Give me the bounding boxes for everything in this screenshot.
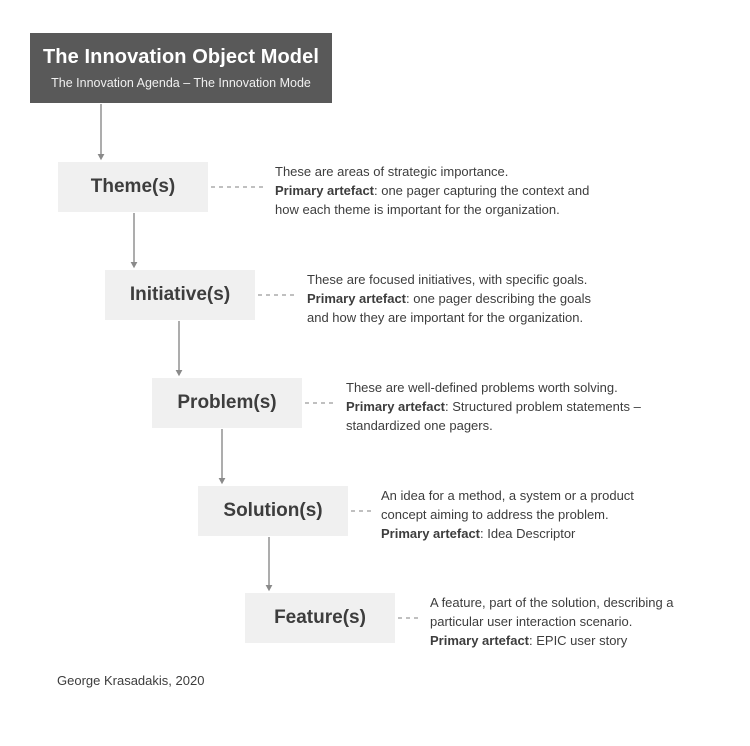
- description-problem: These are well-defined problems worth so…: [346, 378, 706, 436]
- stage-box-solution[interactable]: Solution(s): [198, 486, 348, 536]
- description-problem-line1: These are well-defined problems worth so…: [346, 380, 618, 395]
- description-solution-line2: concept aiming to address the problem.: [381, 507, 609, 523]
- artefact-label-problem: Primary artefact: [346, 399, 445, 415]
- description-feature-line3-rest: : EPIC user story: [529, 633, 628, 649]
- description-initiative-line1: These are focused initiatives, with spec…: [307, 272, 588, 287]
- description-feature-line1: A feature, part of the solution, describ…: [430, 595, 674, 610]
- description-solution: An idea for a method, a system or a prod…: [381, 486, 741, 544]
- stage-box-feature[interactable]: Feature(s): [245, 593, 395, 643]
- stage-box-initiative[interactable]: Initiative(s): [105, 270, 255, 320]
- description-theme-line1: These are areas of strategic importance.: [275, 164, 509, 179]
- description-initiative: These are focused initiatives, with spec…: [307, 270, 667, 328]
- description-feature-line3: Primary artefact: EPIC user story: [430, 631, 750, 650]
- description-initiative-line2-rest: : one pager describing the goals: [406, 291, 592, 307]
- description-theme-line2: Primary artefact: one pager capturing th…: [275, 181, 635, 200]
- stage-label-solution: Solution(s): [223, 500, 323, 521]
- artefact-label-initiative: Primary artefact: [307, 291, 406, 307]
- description-initiative-line3: and how they are important for the organ…: [307, 310, 584, 326]
- description-feature: A feature, part of the solution, describ…: [430, 593, 750, 651]
- artefact-label-feature: Primary artefact: [430, 633, 529, 649]
- description-solution-line3: Primary artefact: Idea Descriptor: [381, 524, 741, 543]
- description-solution-line3-rest: : Idea Descriptor: [480, 526, 576, 542]
- artefact-label-solution: Primary artefact: [381, 526, 480, 542]
- description-problem-line2: Primary artefact: Structured problem sta…: [346, 397, 706, 416]
- stage-label-problem: Problem(s): [177, 392, 277, 413]
- stage-label-theme: Theme(s): [90, 176, 176, 197]
- title-card: The Innovation Object Model The Innovati…: [30, 33, 332, 103]
- page-title: The Innovation Object Model: [42, 46, 320, 68]
- description-feature-line2: particular user interaction scenario.: [430, 614, 633, 630]
- description-theme-line2-rest: : one pager capturing the context and: [374, 183, 590, 199]
- stage-box-problem[interactable]: Problem(s): [152, 378, 302, 428]
- description-problem-line2-rest: : Structured problem statements –: [445, 399, 641, 415]
- description-problem-line3: standardized one pagers.: [346, 418, 493, 434]
- description-initiative-line2: Primary artefact: one pager describing t…: [307, 289, 667, 308]
- stage-label-feature: Feature(s): [274, 607, 366, 628]
- page-subtitle: The Innovation Agenda – The Innovation M…: [51, 76, 311, 90]
- description-theme-line3: how each theme is important for the orga…: [275, 202, 560, 218]
- stage-box-theme[interactable]: Theme(s): [58, 162, 208, 212]
- stage-label-initiative: Initiative(s): [129, 284, 231, 305]
- credit-text: George Krasadakis, 2020: [57, 673, 205, 688]
- artefact-label-theme: Primary artefact: [275, 183, 374, 199]
- description-solution-line1: An idea for a method, a system or a prod…: [381, 488, 634, 503]
- description-theme: These are areas of strategic importance.…: [275, 162, 635, 220]
